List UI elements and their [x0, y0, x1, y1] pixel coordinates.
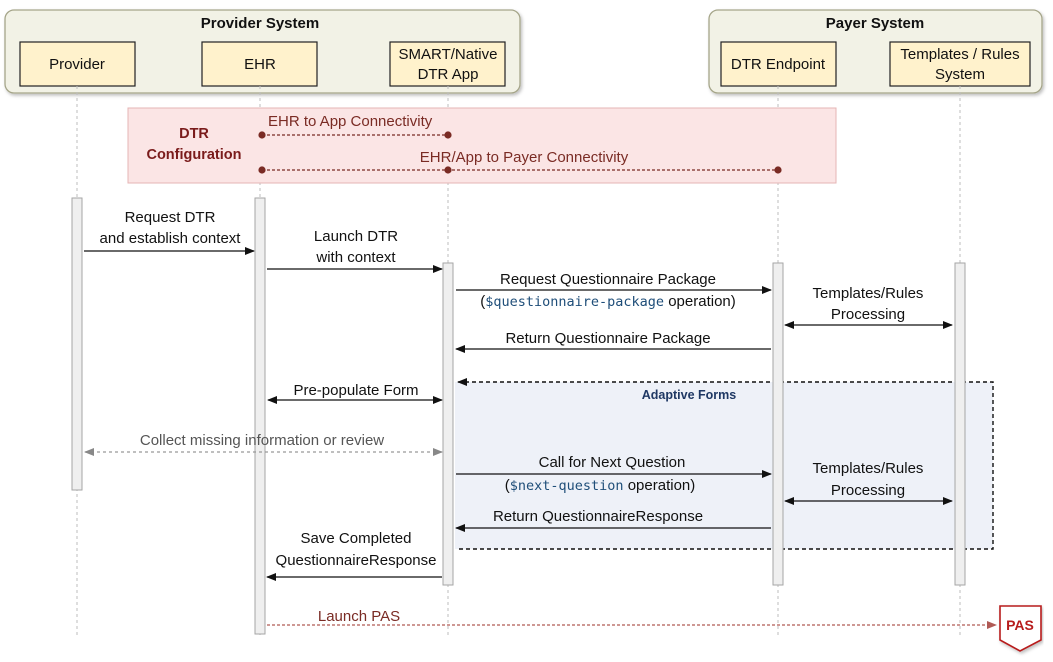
activation-templates	[954, 262, 966, 586]
templates-processing-1-line1: Templates/Rules	[813, 285, 924, 302]
actor-ehr-label: EHR	[244, 56, 276, 73]
op-open-paren-2: (	[505, 477, 510, 494]
adaptive-forms-region: Adaptive Forms	[455, 378, 994, 550]
next-question-code: $next-question	[510, 478, 624, 494]
msg-launch-dtr-line1: Launch DTR	[314, 228, 398, 245]
actor-ehr: EHR	[201, 41, 318, 87]
msg-request-package: Request Questionnaire Package ($question…	[456, 271, 772, 310]
actor-dtr-endpoint-label: DTR Endpoint	[731, 56, 826, 73]
activation-bars	[71, 197, 966, 635]
msg-templates-processing-1: Templates/Rules Processing	[784, 285, 953, 329]
msg-return-package: Return Questionnaire Package	[455, 330, 771, 353]
pas-offpage-connector: PAS	[999, 605, 1042, 652]
actor-templates-label-line2: System	[935, 66, 985, 83]
activation-dtr-endpoint	[772, 262, 784, 586]
ehr-app-connectivity-label: EHR to App Connectivity	[268, 113, 433, 130]
ehr-payer-connectivity-midpoint	[444, 166, 452, 174]
templates-processing-1-line2: Processing	[831, 306, 905, 323]
msg-return-response: Return QuestionnaireResponse	[455, 508, 771, 532]
actor-dtr-endpoint: DTR Endpoint	[720, 41, 837, 87]
msg-save-completed-line2: QuestionnaireResponse	[276, 552, 437, 569]
questionnaire-package-code: $questionnaire-package	[485, 294, 664, 310]
msg-next-question-operation: ($next-question operation)	[505, 477, 696, 494]
provider-system-title: Provider System	[201, 15, 319, 32]
msg-request-dtr-line2: and establish context	[100, 230, 242, 247]
activation-ehr	[254, 197, 266, 635]
op-close-2: operation)	[624, 477, 696, 494]
actor-templates-label-line1: Templates / Rules	[900, 46, 1019, 63]
msg-collect-missing-label: Collect missing information or review	[140, 432, 384, 449]
msg-launch-dtr: Launch DTR with context	[267, 228, 443, 273]
templates-processing-2-line2: Processing	[831, 482, 905, 499]
msg-launch-pas-label: Launch PAS	[318, 608, 400, 625]
msg-next-question: Call for Next Question ($next-question o…	[456, 454, 772, 494]
msg-launch-pas: Launch PAS	[267, 608, 997, 629]
adaptive-forms-loop-outline	[457, 378, 994, 550]
msg-request-dtr: Request DTR and establish context	[84, 209, 255, 255]
msg-next-question-label: Call for Next Question	[539, 454, 686, 471]
actor-templates: Templates / Rules System	[889, 41, 1031, 87]
actor-dtr-app-label-line1: SMART/Native	[399, 46, 498, 63]
actor-provider-label: Provider	[49, 56, 105, 73]
msg-launch-dtr-line2: with context	[315, 249, 396, 266]
actor-dtr-app-label-line2: DTR App	[418, 66, 479, 83]
msg-prepopulate-label: Pre-populate Form	[293, 382, 418, 399]
payer-system-title: Payer System	[826, 15, 924, 32]
msg-return-response-label: Return QuestionnaireResponse	[493, 508, 703, 525]
msg-save-completed-line1: Save Completed	[301, 530, 412, 547]
msg-request-package-label: Request Questionnaire Package	[500, 271, 716, 288]
activation-provider	[71, 197, 83, 491]
msg-request-package-operation: ($questionnaire-package operation)	[480, 293, 736, 310]
activation-dtr-app	[442, 262, 454, 586]
op-open-paren-1: (	[480, 293, 485, 310]
msg-prepopulate: Pre-populate Form	[267, 382, 443, 404]
templates-processing-2-line1: Templates/Rules	[813, 460, 924, 477]
op-close-1: operation)	[664, 293, 736, 310]
dtr-configuration-label-line2: Configuration	[146, 147, 241, 163]
pas-label: PAS	[1006, 617, 1034, 633]
msg-collect-missing: Collect missing information or review	[84, 432, 443, 456]
msg-templates-processing-2: Templates/Rules Processing	[784, 460, 953, 505]
dtr-configuration-label-line1: DTR	[179, 126, 209, 142]
msg-save-completed: Save Completed QuestionnaireResponse	[266, 530, 442, 581]
actor-provider: Provider	[19, 41, 136, 87]
actor-dtr-app: SMART/Native DTR App	[389, 41, 506, 87]
ehr-payer-connectivity-label: EHR/App to Payer Connectivity	[420, 149, 629, 166]
adaptive-forms-label: Adaptive Forms	[642, 388, 737, 402]
msg-return-package-label: Return Questionnaire Package	[505, 330, 710, 347]
msg-request-dtr-line1: Request DTR	[125, 209, 216, 226]
dtr-configuration-region: DTR Configuration EHR to App Connectivit…	[127, 107, 837, 184]
